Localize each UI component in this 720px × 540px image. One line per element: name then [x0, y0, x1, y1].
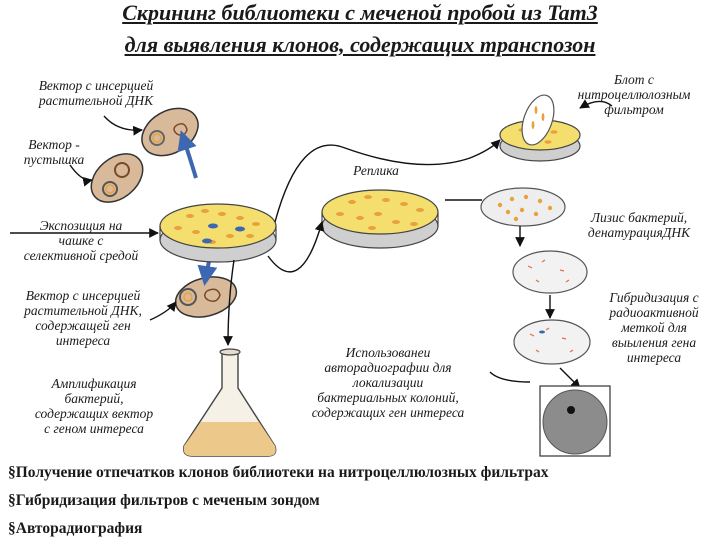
bacterium-insert-cell [141, 107, 199, 157]
label-line: Лизис бактерий, [590, 210, 688, 225]
bullet-item: §Авторадиография [8, 520, 143, 537]
label-autoradiography-use: Использованеи авторадиографии для локали… [282, 345, 494, 420]
arrow-to-gene-cell [149, 301, 177, 321]
label-line: Амплификация [51, 376, 137, 391]
label-line: интереса [55, 333, 111, 348]
label-line: Вектор - [28, 137, 80, 152]
label-line: Вектор с инсерцией [25, 288, 141, 303]
label-line: растительной ДНК [38, 93, 154, 108]
label-line: с геном интереса [44, 421, 144, 436]
label-line: содержащих вектор [34, 406, 154, 421]
label-line: чашке с [58, 233, 104, 248]
label-line: Гибридизация с [609, 290, 699, 305]
label-line: содержащей ген [35, 318, 131, 333]
label-vector-empty: Вектор - пустышка [0, 137, 108, 167]
label-lysis: Лизис бактерий, денатурацияДНК [564, 210, 714, 240]
label-vector-insert: Вектор с инсерцией растительной ДНК [6, 78, 186, 108]
label-hybridization: Гибридизация с радиоактивной меткой для … [590, 290, 718, 365]
arrow-cell-to-flask [223, 259, 235, 346]
label-replica: Реплика [353, 163, 399, 178]
hybrid-filter-1 [512, 250, 588, 294]
label-line: содержащих ген интереса [311, 405, 465, 420]
label-line: авторадиографии для [324, 360, 452, 375]
label-line: радиоактивной [609, 305, 699, 320]
label-exposure: Экспозиция на чашке с селективной средой [2, 218, 160, 263]
arrow-to-insert-cell [103, 115, 143, 136]
arrow-to-autorad [559, 367, 581, 389]
arrow-to-empty-cell [69, 164, 93, 187]
replica-plate [321, 189, 439, 249]
arrow-to-blot [274, 139, 501, 223]
title-line-1: Скрининг библиотеки с меченой пробой из … [122, 0, 598, 25]
label-line: пустышка [23, 152, 85, 167]
label-line: меткой для [621, 320, 687, 335]
lysis-filter [480, 187, 566, 227]
label-line: Использованеи [345, 345, 431, 360]
label-line: Вектор с инсерцией [38, 78, 154, 93]
bullet-item: §Получение отпечатков клонов библиотеки … [8, 464, 549, 481]
arrow-master-to-replica [267, 221, 325, 273]
title-line-2: для выявления клонов, содержащих транспо… [124, 32, 596, 57]
label-line: бактерий, [64, 391, 124, 406]
blue-arrow-up [177, 130, 198, 179]
label-line: растительной ДНК, [24, 303, 142, 318]
autoradiography-film [539, 385, 611, 457]
bacterium-empty-cell [90, 153, 144, 203]
label-line: селективной средой [23, 248, 139, 263]
label-line: денатурацияДНК [587, 225, 691, 240]
label-amplification: Амплификация бактерий, содержащих вектор… [10, 376, 178, 436]
label-line: интереса [626, 350, 682, 365]
line-to-autorad-label [489, 371, 531, 383]
master-plate [159, 203, 277, 263]
label-vector-gene: Вектор с инсерцией растительной ДНК, сод… [0, 288, 166, 348]
label-blot: Блот с нитроцеллюлозным фильтром [552, 72, 716, 117]
label-line: локализации [352, 375, 424, 390]
arrow-blot-label [579, 99, 613, 109]
label-line: Блот с [614, 72, 654, 87]
bullet-item: §Гибридизация фильтров с меченым зондом [8, 492, 320, 509]
label-line: бактериальных колоний, [317, 390, 459, 405]
flask [182, 348, 277, 457]
label-line: выыления гена [611, 335, 697, 350]
blot-plate [499, 94, 581, 162]
label-line: Экспозиция на [39, 218, 123, 233]
label-line: фильтром [604, 102, 664, 117]
label-line: нитроцеллюлозным [577, 87, 691, 102]
hybrid-filter-2 [513, 319, 591, 365]
